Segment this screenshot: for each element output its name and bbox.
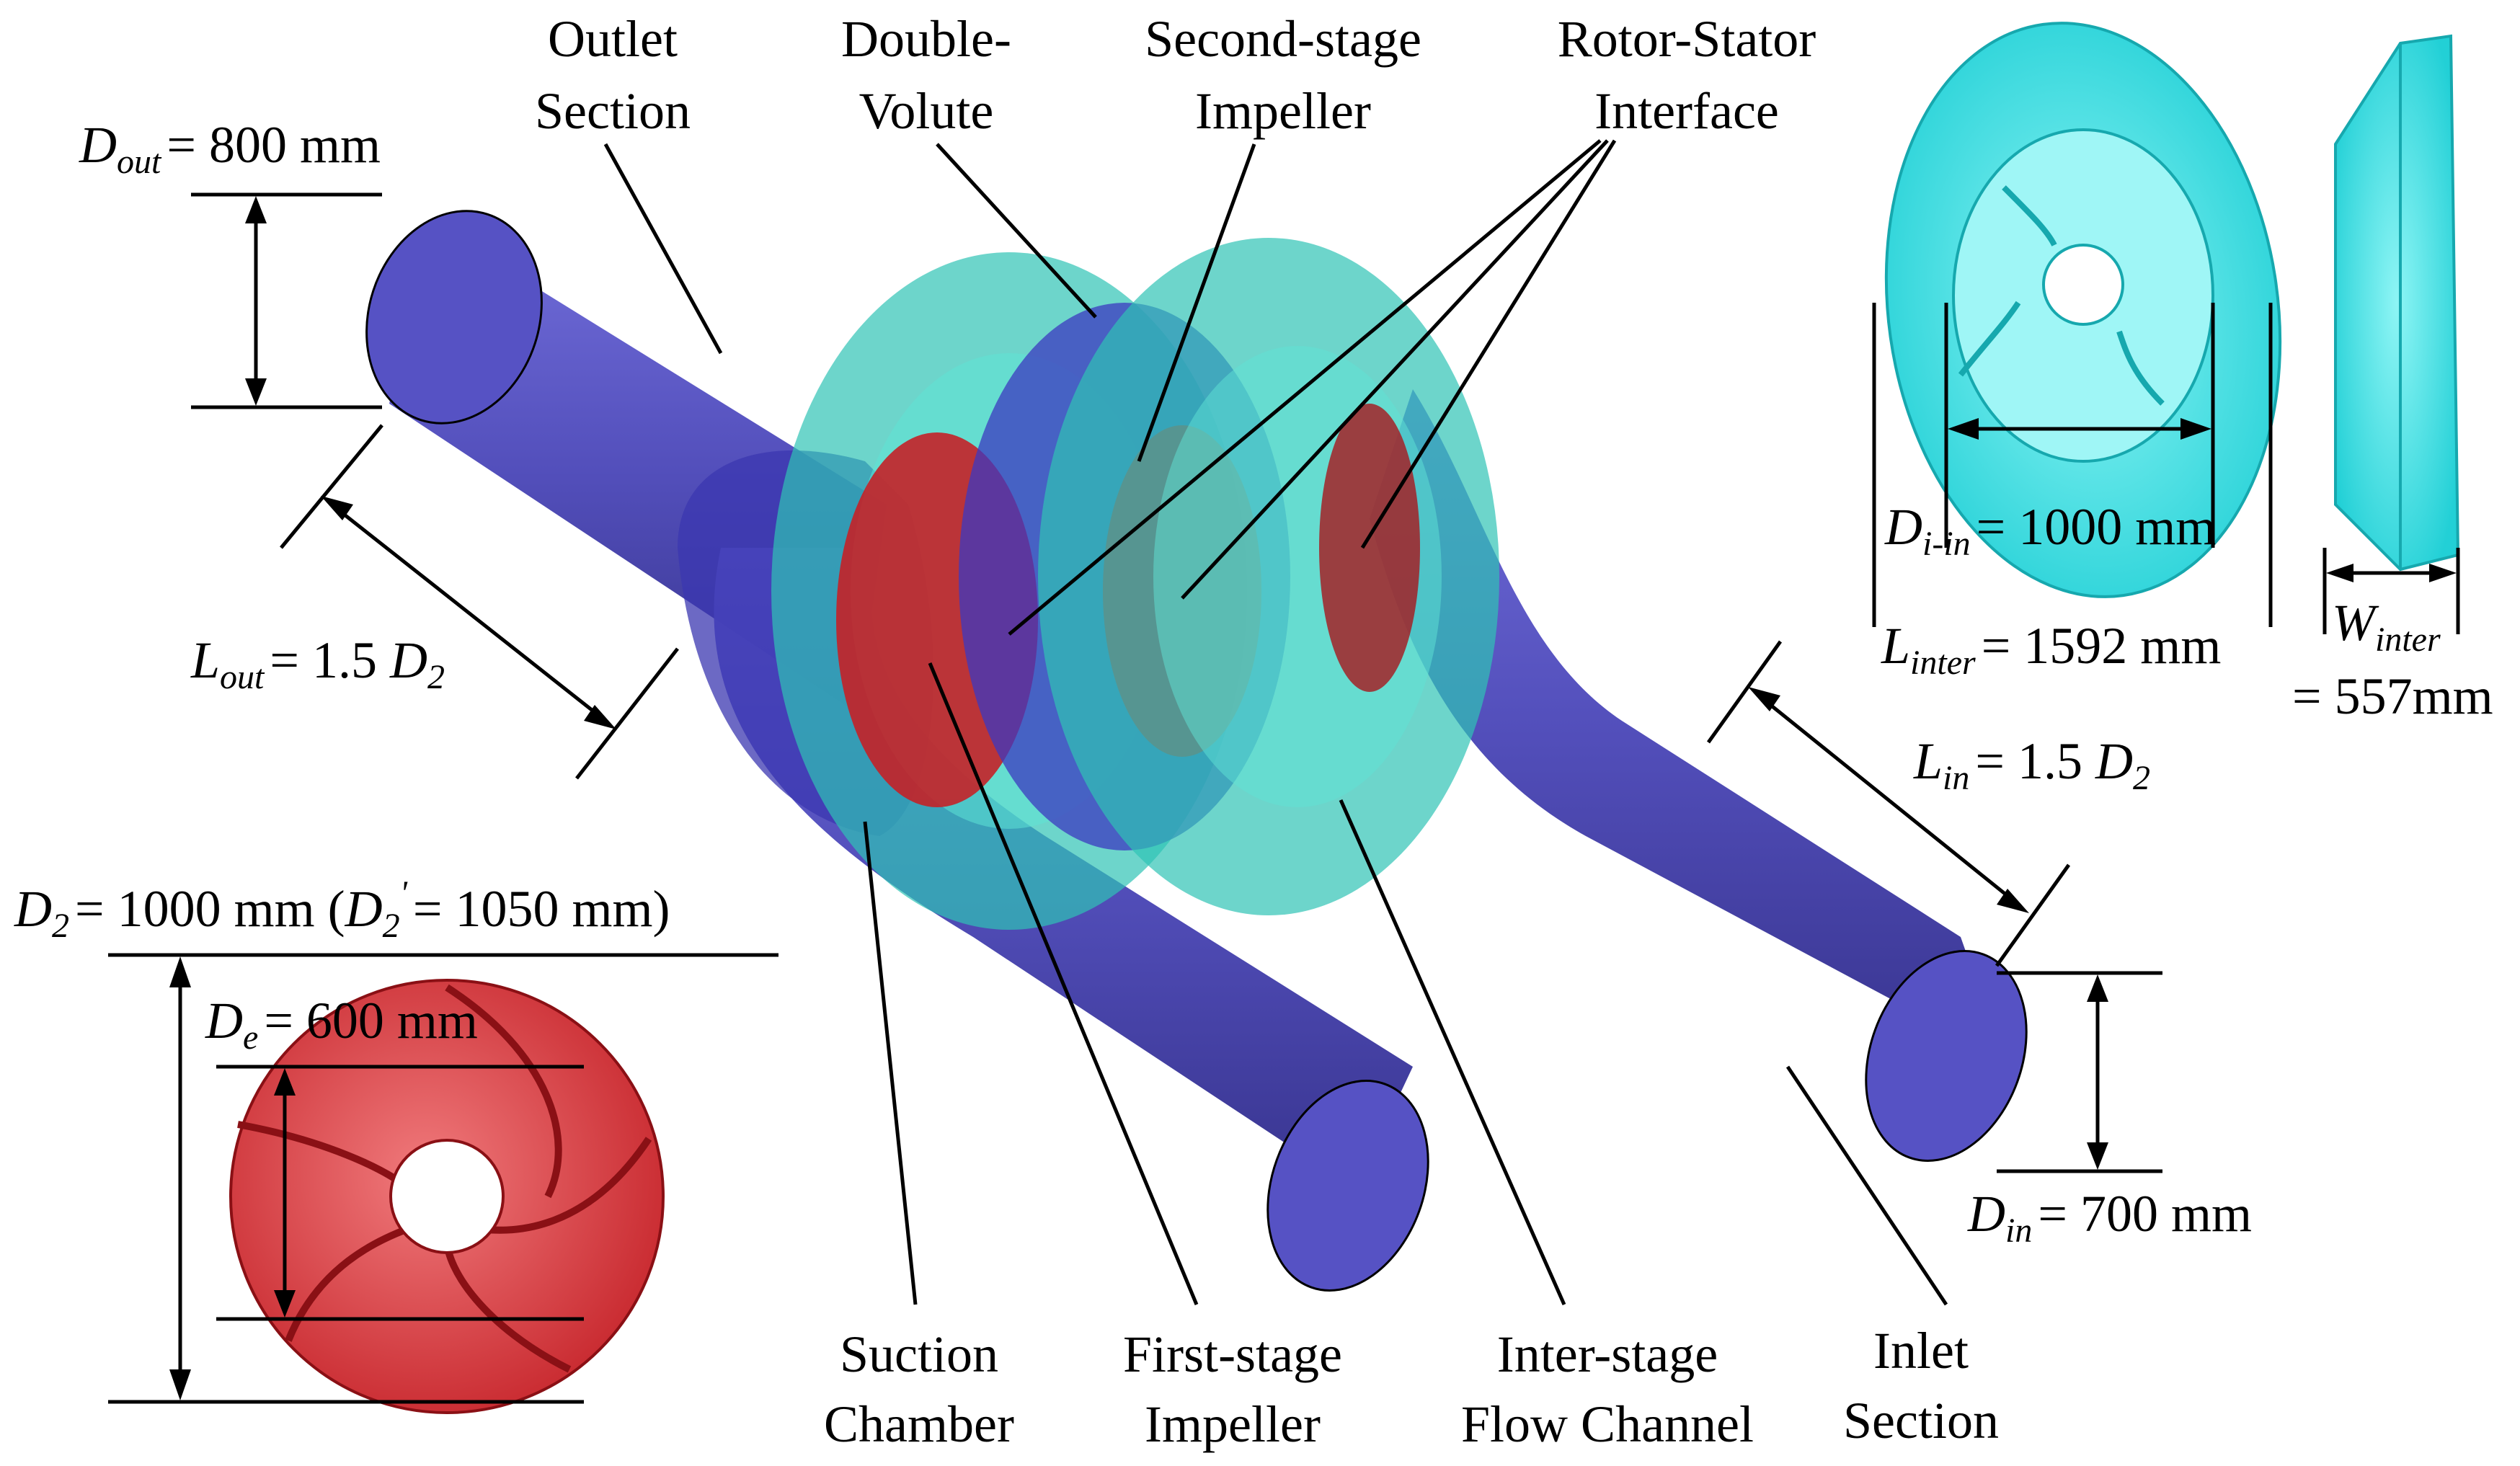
dimension-labels: Dout= 800 mm Lout= 1.5 D2 Lin= 1.5 D2 Di… — [14, 116, 2493, 1250]
inlet-pipe — [1370, 389, 2028, 1162]
inlet-section-label-line1: Inlet — [1873, 1322, 1969, 1380]
rotor-band — [1319, 404, 1420, 692]
first-stage-impeller-label-line1: First-stage — [1123, 1325, 1342, 1383]
d-in-label: Din= 700 mm — [1967, 1185, 2252, 1250]
guide-vane-inset — [1884, 22, 2460, 598]
double-volute-label-line2: Volute — [859, 82, 994, 140]
dimension-lines — [108, 192, 2460, 1404]
w-inter-symbol: Winter — [2332, 594, 2441, 659]
d-out-label: Dout= 800 mm — [79, 116, 381, 181]
l-out-label: Lout= 1.5 D2 — [190, 631, 445, 696]
second-stage-impeller-label-line1: Second-stage — [1145, 10, 1421, 68]
leader-lines — [603, 139, 1948, 1306]
first-stage-impeller-label-line2: Impeller — [1145, 1395, 1321, 1453]
outlet-section-label-line2: Section — [535, 82, 691, 140]
rotor-stator-interface-label-line1: Rotor-Stator — [1558, 10, 1816, 68]
w-inter-value: = 557mm — [2292, 667, 2493, 725]
rotor-stator-interface-label-line2: Interface — [1594, 82, 1779, 140]
l-in-label: Lin= 1.5 D2 — [1913, 732, 2150, 797]
inter-stage-flow-channel-label-line1: Inter-stage — [1497, 1325, 1718, 1383]
d-i-in-label: Di-in= 1000 mm — [1884, 498, 2216, 563]
suction-chamber-label-line1: Suction — [840, 1325, 998, 1383]
second-stage-impeller-label-line2: Impeller — [1195, 82, 1371, 140]
inlet-section-label-line2: Section — [1843, 1392, 1999, 1449]
de-label: De= 600 mm — [205, 992, 478, 1057]
component-labels: Outlet Section Double- Volute Second-sta… — [535, 10, 1999, 1453]
double-volute-label-line1: Double- — [841, 10, 1011, 68]
outlet-section-label-line1: Outlet — [548, 10, 678, 68]
second-stage-volute — [1038, 238, 1499, 915]
impeller-inset — [229, 979, 665, 1414]
suction-chamber-label-line2: Chamber — [824, 1395, 1014, 1453]
d2-label: D2= 1000 mm (D2'= 1050 mm) — [14, 874, 670, 945]
inter-stage-flow-channel-label-line2: Flow Channel — [1461, 1395, 1754, 1453]
l-inter-label: Linter= 1592 mm — [1881, 617, 2221, 682]
pump-assembly — [365, 210, 2028, 1292]
